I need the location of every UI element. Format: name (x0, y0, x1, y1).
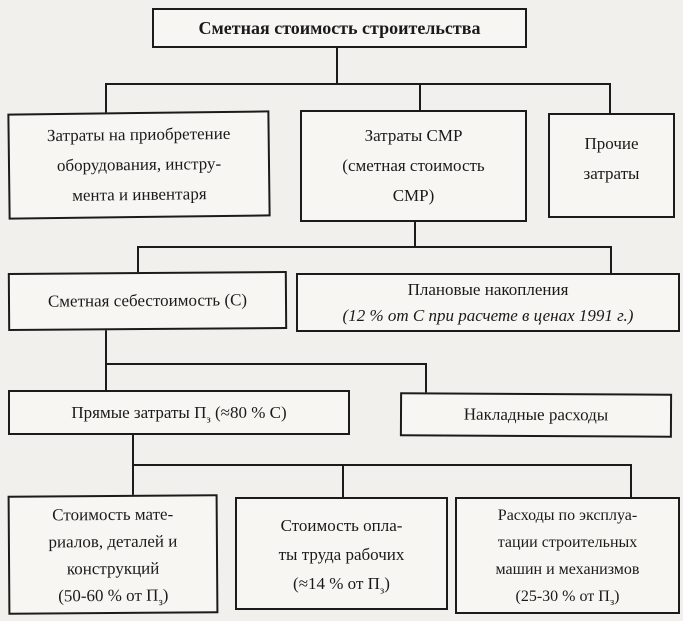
box-planned-savings: Плановые накопления (12 % от С при расче… (296, 273, 680, 332)
box-smr-costs: Затраты СМР (сметная стоимость СМР) (300, 110, 527, 222)
direct-costs-text: Прямые затраты П (71, 402, 207, 422)
machines-percent-subscript: з (609, 595, 615, 608)
labor-percent-subscript: з (379, 584, 385, 597)
box-labor-cost: Стоимость опла- ты труда рабочих (≈14 % … (235, 497, 448, 610)
box-machines-line-2: тации строительных (497, 533, 638, 551)
box-labor-percent: (≈14 % от Пз) (293, 569, 390, 598)
connector-drop-labor (342, 464, 344, 498)
connector-cost-down (105, 330, 107, 391)
box-machines-line-3: машин и механизмов (495, 560, 640, 578)
box-overhead-costs-label: Накладные расходы (463, 404, 609, 425)
connector-row2-horizontal (105, 83, 611, 85)
box-other-line-1: Прочие (584, 134, 639, 153)
box-materials-cost: Стоимость мате- риалов, деталей и констр… (7, 494, 219, 615)
machines-percent-close: ) (614, 587, 620, 605)
box-materials-line-1: Стоимость мате- (52, 504, 174, 524)
box-machines-line-1: Расходы по эксплуа- (497, 506, 638, 524)
connector-row3-horizontal (137, 246, 612, 248)
connector-row4-horizontal (105, 363, 427, 365)
box-direct-costs-label: Прямые затраты Пз (≈80 % С) (71, 399, 286, 427)
connector-drop-other (609, 83, 611, 114)
box-total-estimate: Сметная стоимость строительства (152, 8, 527, 48)
box-other-line-2: затраты (583, 164, 640, 183)
box-equipment-line-2: оборудования, инстру- (56, 153, 222, 176)
connector-row5-horizontal (132, 464, 632, 466)
connector-drop-cost (137, 246, 139, 273)
machines-percent-text: (25-30 % от П (515, 587, 610, 605)
connector-title-down (336, 48, 338, 84)
connector-drop-smr (419, 83, 421, 111)
direct-costs-percent: (≈80 % С) (210, 402, 287, 422)
labor-percent-text: (≈14 % от П (293, 574, 380, 593)
box-total-estimate-label: Сметная стоимость строительства (198, 18, 481, 38)
box-equipment-costs: Затраты на приобретение оборудования, ин… (7, 110, 271, 220)
box-machines-cost: Расходы по эксплуа- тации строительных м… (455, 497, 680, 614)
materials-percent-text: (50-60 % от П (58, 585, 159, 605)
box-equipment-line-1: Затраты на приобретение (46, 123, 231, 146)
materials-percent-close: ) (162, 585, 169, 605)
box-smr-line-3: СМР) (392, 186, 435, 205)
box-materials-percent: (50-60 % от Пз) (58, 581, 168, 609)
labor-percent-close: ) (384, 574, 390, 593)
box-estimate-cost: Сметная себестоимость (С) (7, 271, 288, 331)
box-overhead-costs: Накладные расходы (399, 392, 673, 438)
box-other-costs: Прочие затраты (548, 113, 675, 218)
box-direct-costs: Прямые затраты Пз (≈80 % С) (8, 390, 350, 435)
box-equipment-line-3: мента и инвентаря (72, 184, 207, 205)
connector-drop-machines (630, 464, 632, 498)
box-planned-savings-line-2: (12 % от С при расчете в ценах 1991 г.) (342, 305, 634, 325)
box-materials-line-2: риалов, деталей и (48, 531, 178, 551)
box-planned-savings-line-1: Плановые накопления (407, 279, 569, 299)
box-labor-line-1: Стоимость опла- (280, 516, 403, 535)
connector-drop-equipment (105, 83, 107, 113)
box-labor-line-2: ты труда рабочих (278, 545, 405, 564)
box-smr-line-1: Затраты СМР (364, 126, 463, 145)
box-materials-line-3: конструкций (66, 558, 160, 578)
box-smr-line-2: (сметная стоимость (342, 156, 485, 175)
connector-smr-down (414, 222, 416, 248)
direct-costs-subscript: з (206, 412, 211, 425)
box-estimate-cost-label: Сметная себестоимость (С) (47, 290, 248, 311)
box-machines-percent: (25-30 % от Пз) (515, 583, 619, 610)
connector-drop-planned (610, 246, 612, 274)
connector-drop-overhead (425, 363, 427, 394)
